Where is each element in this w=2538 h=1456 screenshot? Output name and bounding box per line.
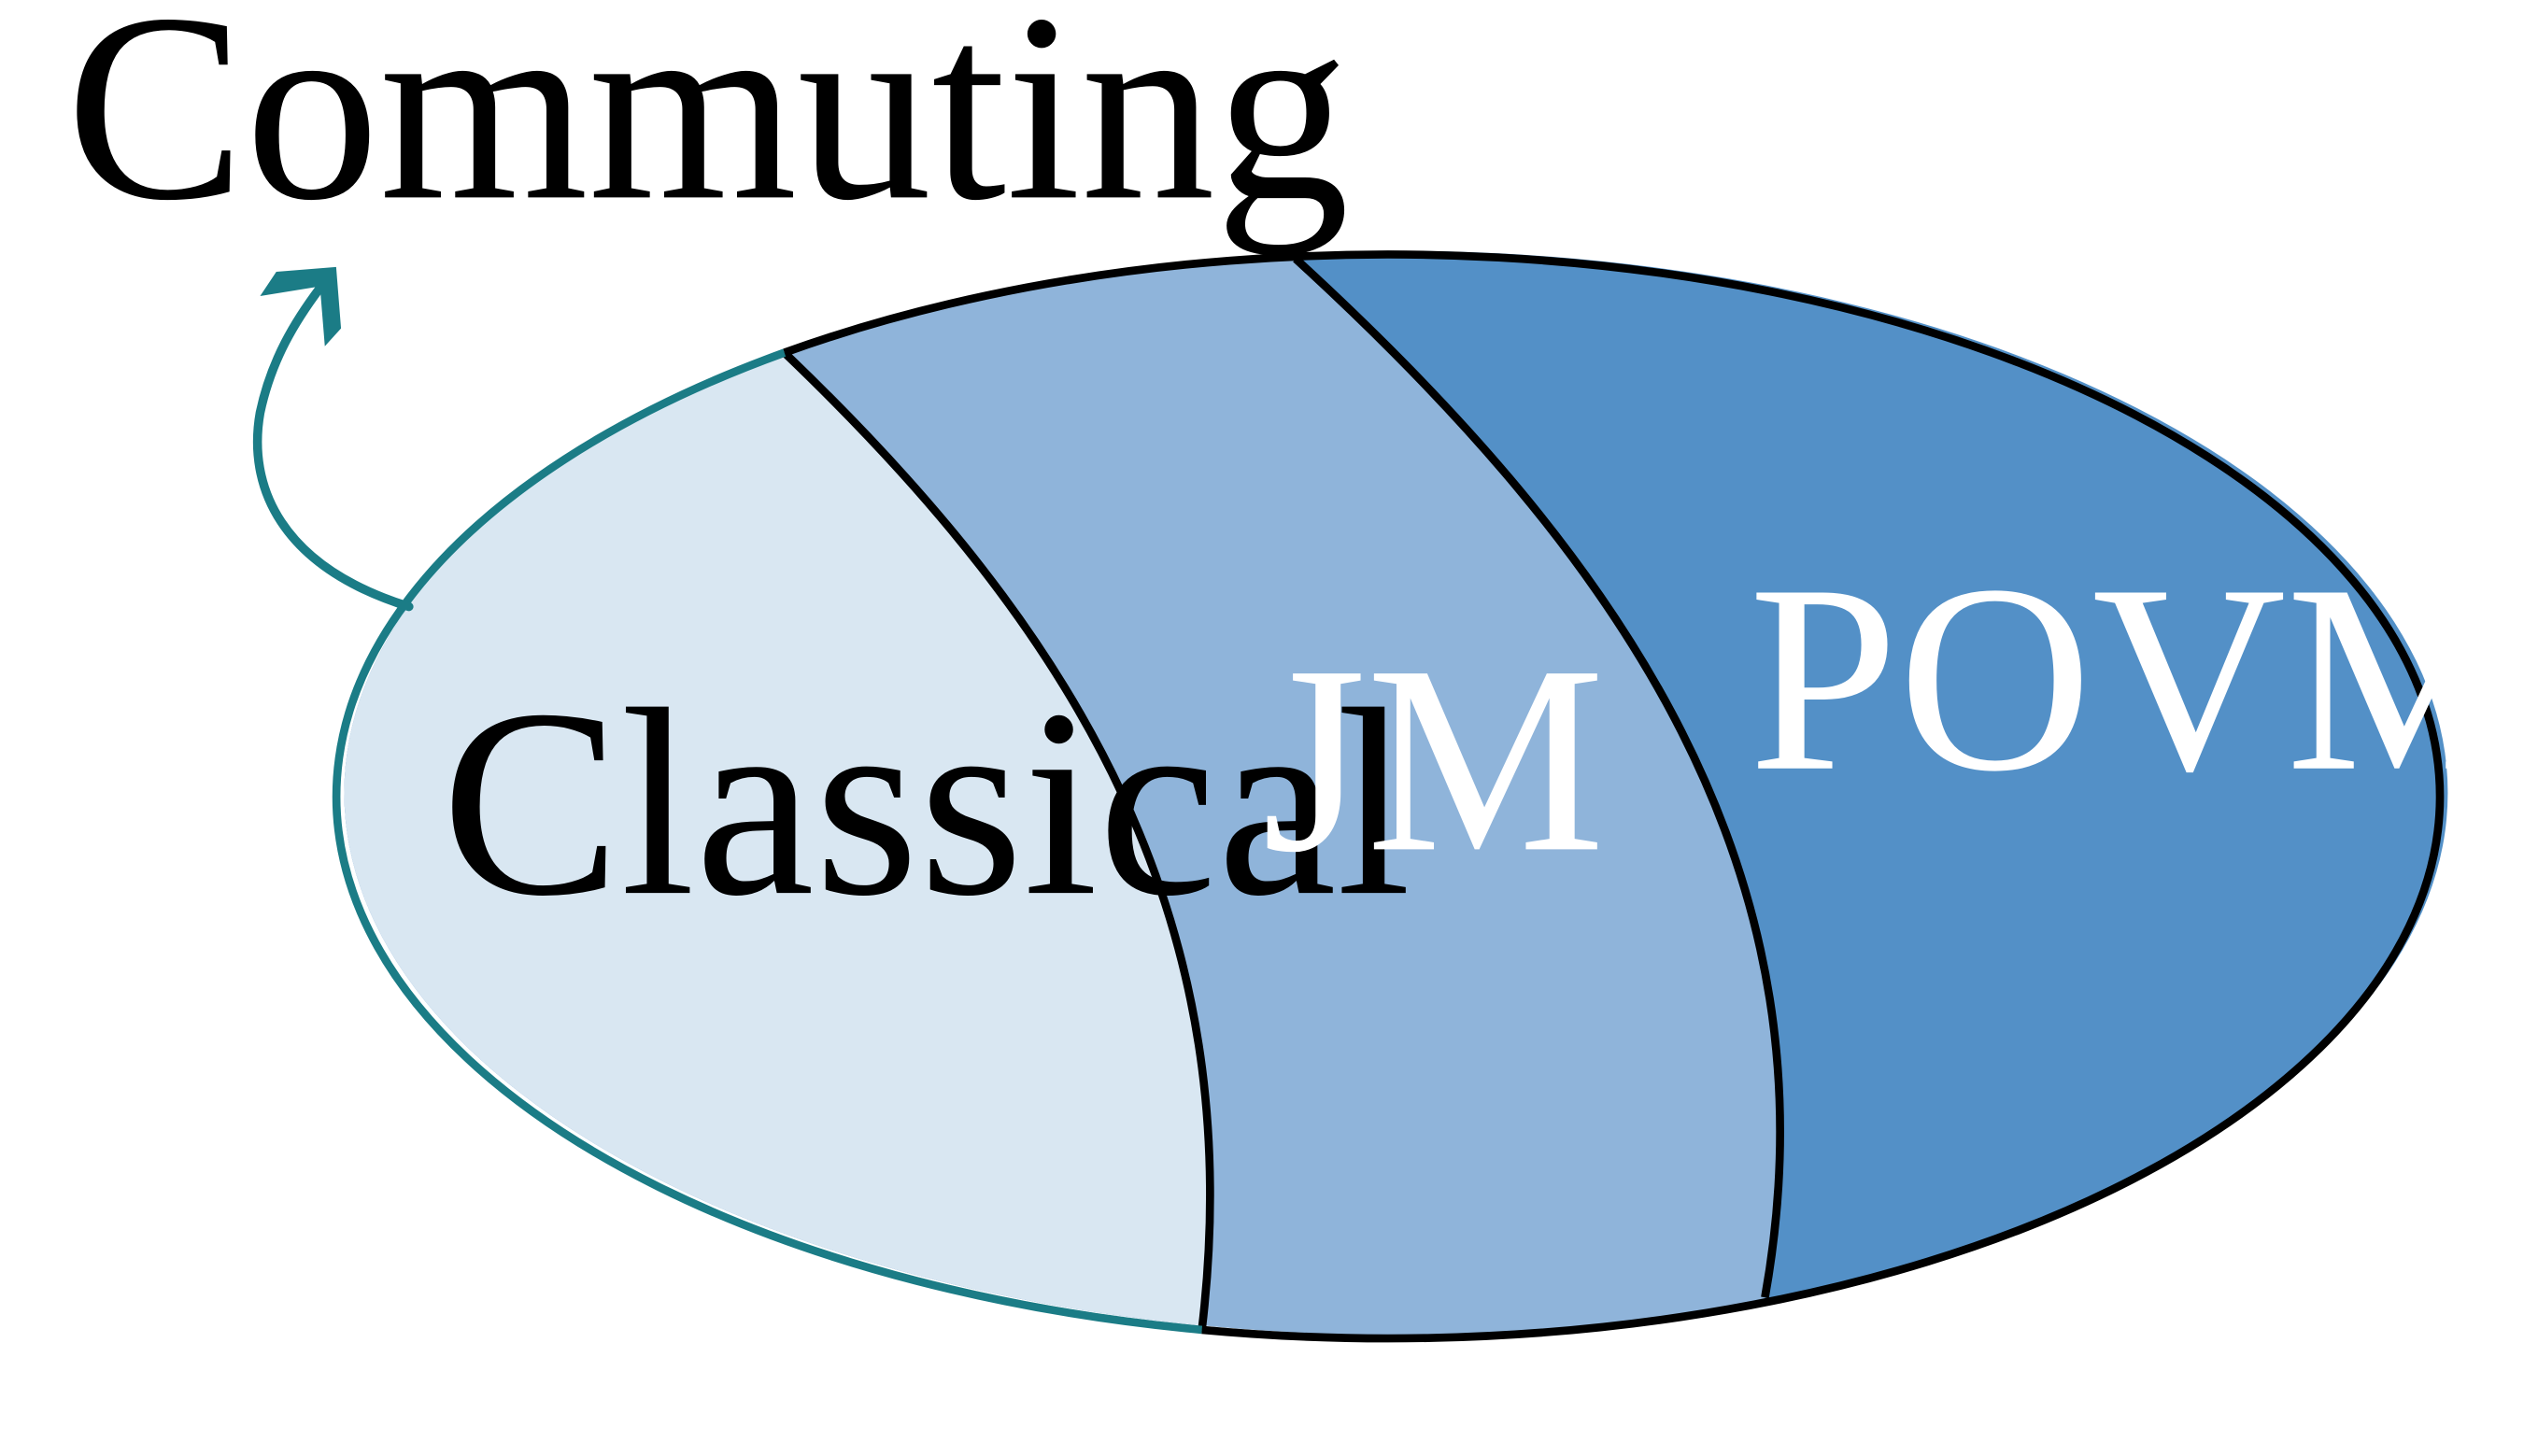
- commuting-arrow-shaft: [252, 283, 414, 612]
- jm-label: JM: [1262, 611, 1606, 908]
- commuting-label: Commuting: [66, 0, 1350, 256]
- commuting-arrow-head: [260, 266, 342, 346]
- ellipse-outline-commuting: [332, 348, 1203, 1335]
- classical-region: [344, 250, 1211, 1336]
- povms-label: POVMs: [1749, 530, 2538, 827]
- classical-label: Classical: [441, 655, 1411, 952]
- ellipse-outline-main: [783, 250, 2445, 1343]
- jm-povms-boundary: [1293, 255, 1784, 1299]
- commuting-arrow: [252, 266, 414, 612]
- classical-jm-boundary: [781, 349, 1214, 1331]
